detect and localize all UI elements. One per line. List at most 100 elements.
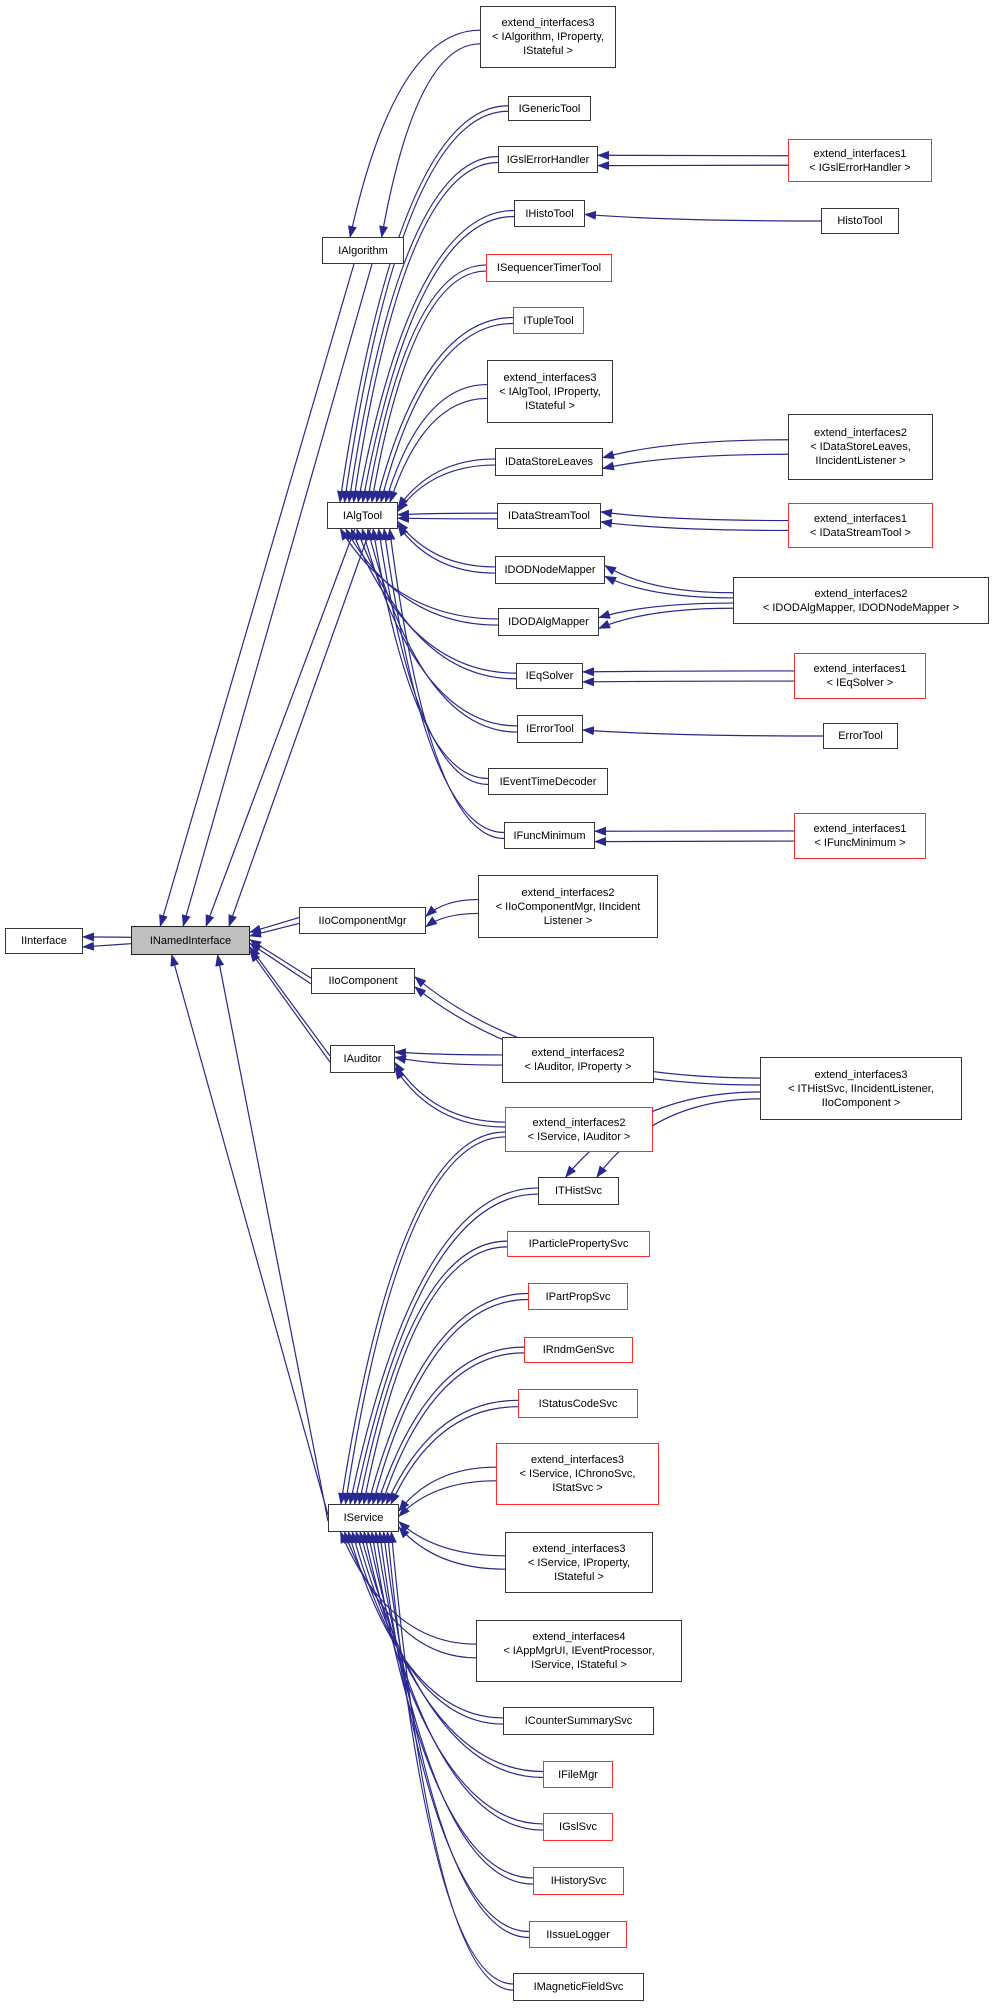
class-node-IEqSolver[interactable]: IEqSolver xyxy=(516,663,583,689)
class-node-ei3-service-property[interactable]: extend_interfaces3 < IService, IProperty… xyxy=(505,1532,653,1593)
class-node-ei3-ithistsvc[interactable]: extend_interfaces3 < ITHistSvc, IInciden… xyxy=(760,1057,962,1120)
edge-ei3-service-property-to-IService-0 xyxy=(398,1521,506,1557)
class-node-IIoComponent[interactable]: IIoComponent xyxy=(311,968,415,994)
edge-ei1-gslerrorhandler-to-IGslErrorHandler-0 xyxy=(597,150,789,160)
class-node-ei1-eqsolver[interactable]: extend_interfaces1 < IEqSolver > xyxy=(794,653,926,699)
edge-ei3-algorithm-to-IAlgorithm-0 xyxy=(348,29,481,238)
edge-IDODNodeMapper-to-IAlgTool-1 xyxy=(397,524,496,574)
class-node-ei3-service-chrono[interactable]: extend_interfaces3 < IService, IChronoSv… xyxy=(496,1443,659,1505)
class-node-IDODNodeMapper[interactable]: IDODNodeMapper xyxy=(495,556,605,584)
edge-ei1-eqsolver-to-IEqSolver-0 xyxy=(582,667,795,677)
class-node-IStatusCodeSvc[interactable]: IStatusCodeSvc xyxy=(518,1389,638,1418)
edge-IDODNodeMapper-to-IAlgTool-0 xyxy=(397,520,496,568)
class-node-IEventTimeDecoder[interactable]: IEventTimeDecoder xyxy=(488,768,608,795)
class-node-IIssueLogger[interactable]: IIssueLogger xyxy=(529,1921,627,1948)
edge-ei2-dodmapper-to-IDODAlgMapper-0 xyxy=(598,602,734,619)
edge-IGenericTool-to-IAlgTool-0 xyxy=(337,105,509,503)
edge-IIoComponent-to-INamedInterface-0 xyxy=(249,939,312,979)
edge-ei2-auditor-property-to-IAuditor-0 xyxy=(394,1048,503,1058)
edge-IService-to-INamedInterface-0 xyxy=(170,954,329,1516)
class-node-ErrorTool[interactable]: ErrorTool xyxy=(823,723,898,749)
edge-ei2-auditor-property-to-IAuditor-1 xyxy=(394,1055,503,1066)
class-node-ei1-datastreamtool[interactable]: extend_interfaces1 < IDataStreamTool > xyxy=(788,503,933,548)
edge-IDataStoreLeaves-to-IAlgTool-1 xyxy=(397,464,496,513)
class-node-ISequencerTimerTool[interactable]: ISequencerTimerTool xyxy=(486,254,612,282)
class-node-IHistoTool[interactable]: IHistoTool xyxy=(514,200,585,227)
edge-IAlgTool-to-INamedInterface-0 xyxy=(205,528,356,927)
edge-ei1-eqsolver-to-IEqSolver-1 xyxy=(582,677,795,687)
edge-ei2-dodmapper-to-IDODNodeMapper-0 xyxy=(604,565,734,594)
class-node-IGenericTool[interactable]: IGenericTool xyxy=(508,96,591,121)
edge-IMagneticFieldSvc-to-IService-0 xyxy=(384,1531,514,1985)
class-node-ei2-service-auditor[interactable]: extend_interfaces2 < IService, IAuditor … xyxy=(505,1107,653,1152)
class-node-IDataStoreLeaves[interactable]: IDataStoreLeaves xyxy=(495,448,603,476)
class-node-IPartPropSvc[interactable]: IPartPropSvc xyxy=(528,1283,628,1310)
class-node-IFileMgr[interactable]: IFileMgr xyxy=(543,1761,613,1788)
edge-IErrorTool-to-IAlgTool-0 xyxy=(360,528,518,727)
edge-IMagneticFieldSvc-to-IService-1 xyxy=(387,1531,514,1991)
class-node-IMagneticFieldSvc[interactable]: IMagneticFieldSvc xyxy=(513,1973,644,2001)
edge-IGslErrorHandler-to-IAlgTool-1 xyxy=(350,161,499,503)
class-node-IFuncMinimum[interactable]: IFuncMinimum xyxy=(504,822,595,849)
edge-INamedInterface-to-IInterface-1 xyxy=(82,941,132,951)
edge-IGenericTool-to-IAlgTool-1 xyxy=(341,110,509,503)
class-node-ei2-dodmapper[interactable]: extend_interfaces2 < IDODAlgMapper, IDOD… xyxy=(733,577,989,624)
class-node-IHistorySvc[interactable]: IHistorySvc xyxy=(533,1867,624,1895)
class-node-IGslSvc[interactable]: IGslSvc xyxy=(543,1813,613,1841)
edge-HistoTool-to-IHistoTool-0 xyxy=(584,210,822,222)
class-node-ei4-appmgr[interactable]: extend_interfaces4 < IAppMgrUI, IEventPr… xyxy=(476,1620,682,1682)
edge-ISequencerTimerTool-to-IAlgTool-0 xyxy=(364,264,487,503)
edge-ei3-service-chrono-to-IService-0 xyxy=(398,1466,497,1512)
edge-ei1-datastreamtool-to-IDataStreamTool-0 xyxy=(600,508,789,522)
edge-IEqSolver-to-IAlgTool-0 xyxy=(350,528,517,674)
edge-ei2-service-auditor-to-IService-1 xyxy=(342,1136,506,1505)
edge-IGslErrorHandler-to-IAlgTool-0 xyxy=(346,155,499,503)
edge-ei2-service-auditor-to-IService-0 xyxy=(338,1131,506,1505)
class-node-IRndmGenSvc[interactable]: IRndmGenSvc xyxy=(524,1337,633,1363)
class-node-ei3-algtool[interactable]: extend_interfaces3 < IAlgTool, IProperty… xyxy=(487,360,613,423)
class-node-ITupleTool[interactable]: ITupleTool xyxy=(513,307,584,334)
class-node-IGslErrorHandler[interactable]: IGslErrorHandler xyxy=(498,146,598,173)
class-node-IDataStreamTool[interactable]: IDataStreamTool xyxy=(497,503,601,529)
edge-IEqSolver-to-IAlgTool-1 xyxy=(356,528,517,680)
class-node-IInterface[interactable]: IInterface xyxy=(5,928,83,954)
class-node-ei2-datastoreleaves[interactable]: extend_interfaces2 < IDataStoreLeaves, I… xyxy=(788,414,933,480)
edge-IDataStoreLeaves-to-IAlgTool-0 xyxy=(397,458,496,509)
class-node-IDODAlgMapper[interactable]: IDODAlgMapper xyxy=(498,608,599,636)
class-node-INamedInterface[interactable]: INamedInterface xyxy=(131,926,250,955)
edge-ei1-funcminimum-to-IFuncMinimum-1 xyxy=(594,837,795,847)
edge-ErrorTool-to-IErrorTool-0 xyxy=(582,726,824,737)
edge-ei2-datastoreleaves-to-IDataStoreLeaves-1 xyxy=(602,453,789,471)
class-node-ei2-iocomponentmgr[interactable]: extend_interfaces2 < IIoComponentMgr, II… xyxy=(478,875,658,938)
class-node-IErrorTool[interactable]: IErrorTool xyxy=(517,715,583,743)
edge-IAlgorithm-to-INamedInterface-0 xyxy=(159,263,355,927)
edge-IParticlePropertySvc-to-IService-1 xyxy=(361,1246,508,1505)
class-node-IAlgorithm[interactable]: IAlgorithm xyxy=(322,237,404,264)
class-node-ITHistSvc[interactable]: ITHistSvc xyxy=(538,1177,619,1205)
edge-IAuditor-to-INamedInterface-0 xyxy=(249,946,331,1057)
edge-ei2-iocomponentmgr-to-IIoComponentMgr-1 xyxy=(425,912,479,928)
class-node-IParticlePropertySvc[interactable]: IParticlePropertySvc xyxy=(507,1231,650,1257)
class-node-ei2-auditor-property[interactable]: extend_interfaces2 < IAuditor, IProperty… xyxy=(502,1037,654,1083)
class-node-ICounterSummarySvc[interactable]: ICounterSummarySvc xyxy=(503,1707,654,1735)
edge-ei3-algtool-to-IAlgTool-1 xyxy=(389,397,488,503)
edge-ei2-dodmapper-to-IDODAlgMapper-1 xyxy=(598,607,734,629)
class-node-IAlgTool[interactable]: IAlgTool xyxy=(327,502,398,529)
edge-IFuncMinimum-to-IAlgTool-0 xyxy=(381,528,505,834)
class-node-HistoTool[interactable]: HistoTool xyxy=(821,208,899,234)
edge-ei1-datastreamtool-to-IDataStreamTool-1 xyxy=(600,518,789,532)
edge-ei2-service-auditor-to-IAuditor-1 xyxy=(394,1067,506,1128)
class-node-ei1-funcminimum[interactable]: extend_interfaces1 < IFuncMinimum > xyxy=(794,813,926,859)
edge-IDODAlgMapper-to-IAlgTool-0 xyxy=(339,528,499,620)
edge-IDataStreamTool-to-IAlgTool-1 xyxy=(397,513,498,523)
edge-ei4-appmgr-to-IService-0 xyxy=(340,1531,477,1645)
edge-ei2-dodmapper-to-IDODNodeMapper-1 xyxy=(604,575,734,599)
edge-IIoComponent-to-INamedInterface-1 xyxy=(249,942,312,985)
class-node-IIoComponentMgr[interactable]: IIoComponentMgr xyxy=(299,907,426,934)
class-node-IService[interactable]: IService xyxy=(328,1504,399,1532)
class-node-IAuditor[interactable]: IAuditor xyxy=(330,1045,395,1073)
edge-IFuncMinimum-to-IAlgTool-1 xyxy=(386,528,505,840)
class-node-ei1-gslerrorhandler[interactable]: extend_interfaces1 < IGslErrorHandler > xyxy=(788,139,932,182)
class-node-ei3-algorithm[interactable]: extend_interfaces3 < IAlgorithm, IProper… xyxy=(480,6,616,68)
